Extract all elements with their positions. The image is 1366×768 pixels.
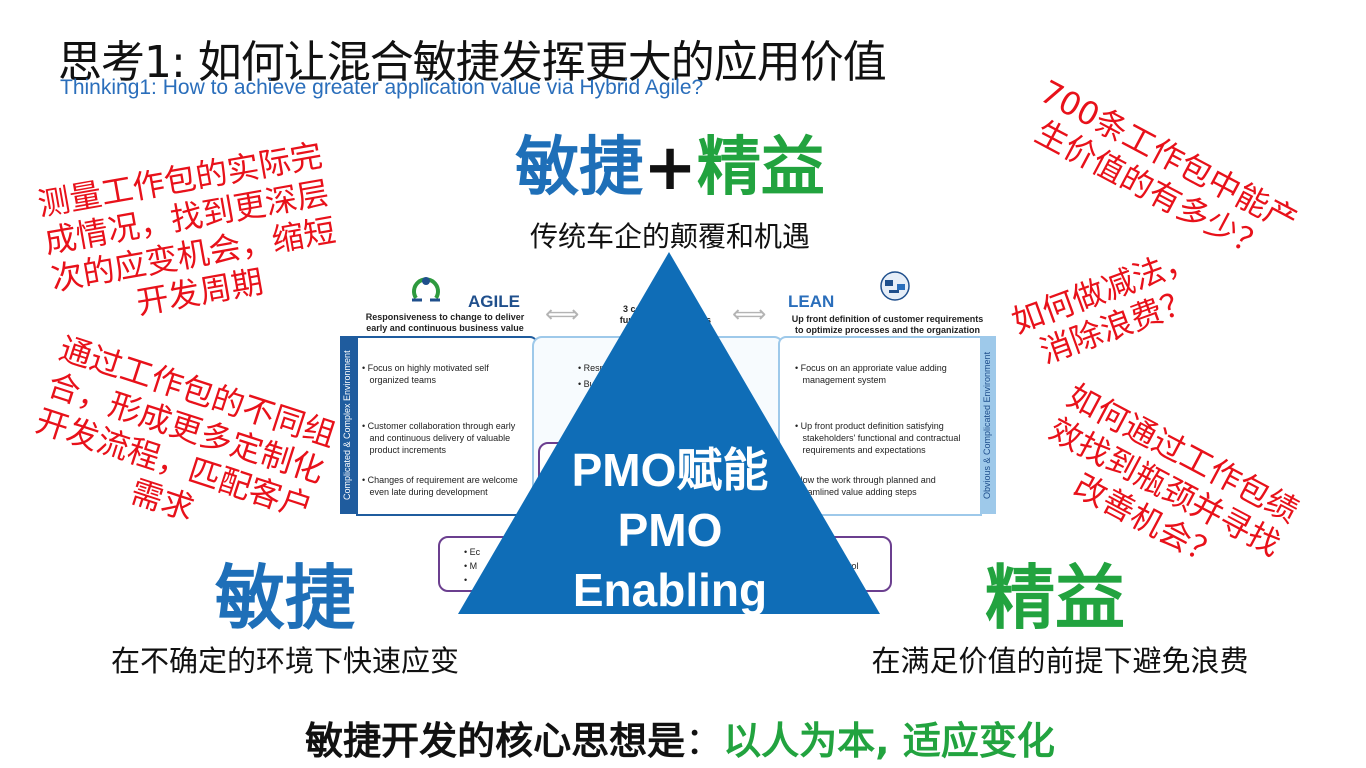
footer-highlight: 以人为本, 适应变化 [723, 719, 1055, 763]
bottom-bullet: • Ec [464, 547, 481, 557]
footer-lead: 敏捷开发的核心思想是 [305, 719, 686, 763]
left-note-1: 测量工作包的实际完 成情况，找到更深层 次的应变机会，缩短 开发周期 [19, 133, 361, 338]
center-bullet: • Resp [578, 363, 605, 373]
top-lean-word: 精益 [696, 131, 825, 205]
lean-bullet: • low the work through planned and eamli… [795, 475, 936, 497]
left-side-label: Complicated & Complex Environment [342, 350, 352, 500]
right-side-bar: Obvious & Complicated Environment [980, 336, 996, 514]
top-subtitle: 传统车企的颠覆和机遇 [529, 220, 810, 253]
agile-bullet: • Changes of requirement are welcome eve… [362, 475, 518, 497]
right-double-arrow-icon: ⟺ [732, 301, 767, 328]
agile-header-line: Responsiveness to change to deliver [365, 312, 525, 322]
lean-box [778, 336, 982, 516]
bottom-right-title: 精益 [985, 557, 1125, 639]
lean-label: LEAN [788, 292, 835, 311]
pmo-triangle [458, 252, 880, 614]
pmo-triangle-shape [458, 252, 880, 614]
lean-process-icon [880, 271, 910, 301]
top-heading: 敏捷+精益 [470, 128, 870, 208]
center-bullet: • Bu [578, 379, 595, 389]
left-note-2: 通过工作包的不同组 合，形成更多定制化 开发流程，匹配客户 需求 [4, 324, 355, 567]
bottom-bullet: • [464, 575, 468, 585]
agile-header: Responsiveness to change to deliver earl… [350, 312, 540, 334]
left-double-arrow-icon: ⟺ [545, 301, 580, 328]
bottom-right-text: trol [846, 561, 859, 571]
bottom-left-subtitle: 在不确定的环境下快速应变 [110, 644, 459, 678]
page-subtitle-en: Thinking1: How to achieve greater applic… [60, 76, 704, 99]
lean-bullet: • Up front product definition satisfying… [795, 421, 961, 455]
lean-header-line: Up front definition of customer requirem… [791, 314, 984, 324]
bottom-right-subtitle: 在满足价值的前提下避免浪费 [871, 644, 1249, 678]
top-agile-word: 敏捷 [515, 131, 644, 205]
agile-bullet: • Customer collaboration through early a… [362, 421, 516, 455]
bottom-bullet: • M [464, 561, 478, 571]
lean-header-line: to optimize processes and the organizati… [794, 325, 981, 335]
page-title: 思考1: 如何让混合敏捷发挥更大的应用价值 [58, 37, 887, 88]
footer-colon: ： [685, 719, 724, 763]
lean-bullet: • Focus on an approriate value adding ma… [795, 363, 947, 385]
pmo-enabling-pmo: PMO [617, 504, 723, 556]
center-header-line: 3 co [622, 304, 641, 314]
left-side-bar: Complicated & Complex Environment [340, 336, 356, 514]
agile-cycle-icon [412, 277, 440, 302]
agile-header-line: early and continuous business value [366, 323, 524, 333]
agile-label: AGILE [468, 292, 520, 311]
pmo-enabling-cn: PMO赋能 [571, 444, 769, 496]
right-note-1: 700条工作包中能产 生价值的有多少？ [1014, 71, 1306, 274]
agile-bullet: • Focus on highly motivated self organiz… [362, 363, 489, 385]
bottom-left-title: 敏捷 [215, 557, 355, 639]
top-plus: + [643, 131, 697, 205]
footer-statement: 敏捷开发的核心思想是：以人为本, 适应变化 [180, 710, 1180, 765]
right-side-label: Obvious & Complicated Environment [982, 351, 992, 499]
lean-header: Up front definition of customer requirem… [780, 314, 995, 336]
right-note-2: 如何做减法， 消除浪费？ [1003, 238, 1217, 378]
pmo-enabling-en: Enabling [572, 564, 768, 614]
